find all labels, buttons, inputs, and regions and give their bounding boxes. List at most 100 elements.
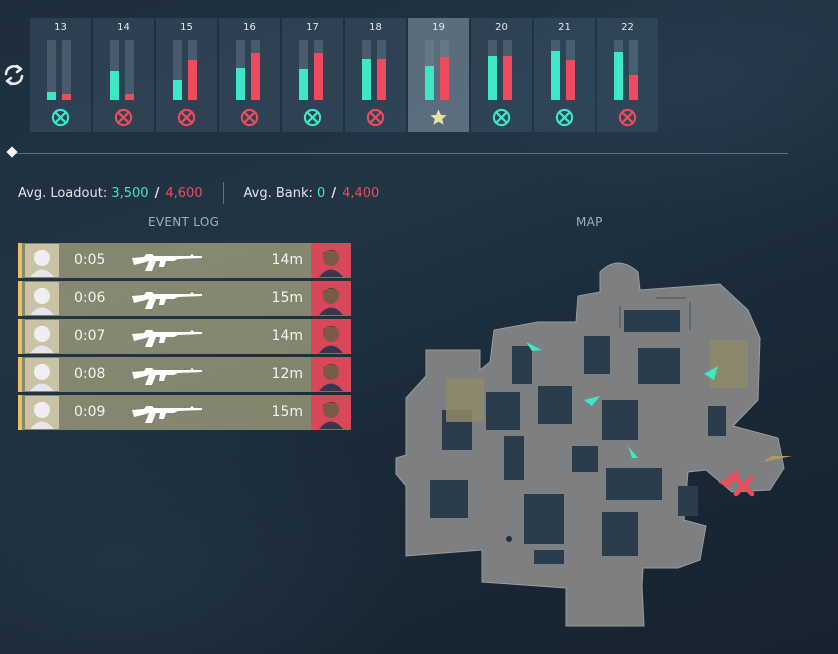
kill-distance: 14m	[271, 252, 303, 268]
team-a-economy-bar	[551, 50, 560, 100]
team-b-economy-bar-track	[314, 40, 323, 100]
event-row[interactable]: 0:07 14m	[18, 319, 351, 354]
team-a-economy-bar-track	[110, 40, 119, 100]
team-a-economy-bar-track	[299, 40, 308, 100]
kill-distance: 12m	[271, 366, 303, 382]
team-b-economy-bar-track	[62, 40, 71, 100]
rifle-icon	[130, 325, 204, 349]
killer-agent-portrait-icon	[25, 244, 61, 277]
team-a-economy-bar-track	[173, 40, 182, 100]
rifle-icon	[130, 249, 204, 273]
kill-distance: 15m	[271, 290, 303, 306]
round-number: 22	[621, 22, 634, 33]
team-a-economy-bar	[110, 71, 119, 100]
crossed-swords-icon	[303, 108, 322, 127]
round-scrubber-handle[interactable]	[6, 146, 18, 158]
team-b-economy-bar-track	[377, 40, 386, 100]
victim-agent-portrait-icon	[311, 357, 351, 392]
team-a-economy-bar	[173, 79, 182, 100]
round-tile[interactable]: 18	[345, 18, 406, 132]
team-b-economy-bar	[188, 60, 197, 100]
victim-agent-portrait-icon	[311, 395, 351, 430]
round-number: 18	[369, 22, 382, 33]
killer-agent-portrait-icon	[25, 320, 61, 353]
crossed-swords-icon	[177, 108, 196, 127]
team-a-economy-bar-track	[488, 40, 497, 100]
avg-bank-team-b: 4,400	[342, 185, 380, 201]
round-scrubber-track[interactable]	[16, 153, 788, 154]
team-a-economy-bar	[425, 66, 434, 100]
rifle-icon	[130, 401, 204, 425]
crossed-swords-icon	[366, 108, 385, 127]
event-log: 0:05 14m 0:06 15m 0:07 14m 0:08 12m 0:09 15m	[18, 243, 351, 433]
event-time: 0:05	[74, 252, 106, 268]
event-log-title: EVENT LOG	[148, 215, 220, 229]
avg-loadout-team-a: 3,500	[111, 185, 149, 201]
event-time: 0:06	[74, 290, 106, 306]
team-b-economy-bar	[125, 94, 134, 100]
event-time: 0:07	[74, 328, 106, 344]
crossed-swords-icon	[51, 108, 70, 127]
team-b-economy-bar	[377, 59, 386, 100]
round-tile[interactable]: 19	[408, 18, 469, 132]
crossed-swords-icon	[618, 108, 637, 127]
round-number: 21	[558, 22, 571, 33]
rifle-icon	[130, 287, 204, 311]
team-a-economy-bar	[362, 59, 371, 100]
team-a-economy-bar-track	[47, 40, 56, 100]
team-b-economy-bar-track	[629, 40, 638, 100]
event-time: 0:08	[74, 366, 106, 382]
event-time: 0:09	[74, 404, 106, 420]
round-tile[interactable]: 15	[156, 18, 217, 132]
round-tile[interactable]: 20	[471, 18, 532, 132]
crossed-swords-icon	[555, 108, 574, 127]
round-number: 17	[306, 22, 319, 33]
team-a-economy-bar-track	[236, 40, 245, 100]
event-row[interactable]: 0:09 15m	[18, 395, 351, 430]
round-tile[interactable]: 17	[282, 18, 343, 132]
kill-distance: 14m	[271, 328, 303, 344]
team-b-economy-bar-track	[188, 40, 197, 100]
event-row[interactable]: 0:05 14m	[18, 243, 351, 278]
kill-distance: 15m	[271, 404, 303, 420]
victim-agent-portrait-icon	[311, 243, 351, 278]
stats-divider	[222, 182, 224, 204]
victim-agent-portrait-icon	[311, 319, 351, 354]
team-a-economy-bar	[614, 52, 623, 100]
round-number: 13	[54, 22, 67, 33]
team-b-economy-bar	[503, 55, 512, 100]
avg-bank-label: Avg. Bank:	[243, 185, 313, 201]
team-b-economy-bar-track	[566, 40, 575, 100]
minimap[interactable]	[388, 250, 803, 630]
star-icon	[429, 108, 448, 127]
team-a-economy-bar	[236, 67, 245, 100]
crossed-swords-icon	[114, 108, 133, 127]
round-tile[interactable]: 21	[534, 18, 595, 132]
team-a-economy-bar	[488, 55, 497, 100]
round-tile[interactable]: 13	[30, 18, 91, 132]
avg-loadout-label: Avg. Loadout:	[18, 185, 108, 201]
round-tile[interactable]: 22	[597, 18, 658, 132]
team-b-economy-bar	[566, 60, 575, 100]
swap-sides-icon[interactable]	[1, 62, 27, 88]
team-a-economy-bar-track	[362, 40, 371, 100]
round-number: 16	[243, 22, 256, 33]
round-tile[interactable]: 14	[93, 18, 154, 132]
round-tile[interactable]: 16	[219, 18, 280, 132]
round-number: 14	[117, 22, 130, 33]
team-b-economy-bar	[62, 94, 71, 100]
crossed-swords-icon	[240, 108, 259, 127]
crossed-swords-icon	[492, 108, 511, 127]
team-b-economy-bar-track	[251, 40, 260, 100]
separator: /	[331, 185, 337, 201]
event-row[interactable]: 0:06 15m	[18, 281, 351, 316]
killer-agent-portrait-icon	[25, 358, 61, 391]
event-row[interactable]: 0:08 12m	[18, 357, 351, 392]
team-b-economy-bar-track	[440, 40, 449, 100]
round-number: 15	[180, 22, 193, 33]
victim-agent-portrait-icon	[311, 281, 351, 316]
team-b-economy-bar-track	[125, 40, 134, 100]
avg-bank-team-a: 0	[317, 185, 326, 201]
team-b-economy-bar	[314, 53, 323, 100]
